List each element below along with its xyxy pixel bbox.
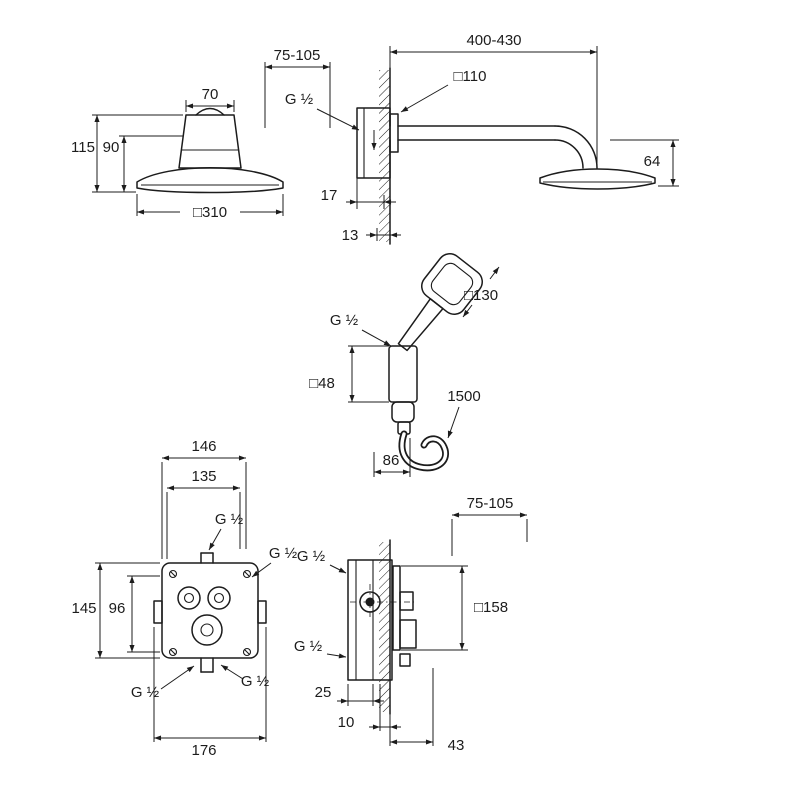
dim-arm-projection-label: 400-430 <box>466 32 521 49</box>
dim-thread-top-label: G ½ <box>215 511 244 528</box>
dim-thread-top-label: G ½ <box>297 548 326 565</box>
dim-plate-size-label: □158 <box>474 599 508 616</box>
view-trim-front: 146 135 G ½ G ½ 145 96 G ½ G ½ 176 <box>71 438 297 759</box>
dim-offset-c-label: 43 <box>448 737 465 754</box>
view-valve-side: 75-105 □158 G ½ G ½ 25 10 43 <box>294 495 528 754</box>
dim-head-height-label: 90 <box>103 139 120 156</box>
control-button-1 <box>177 586 201 610</box>
dim-width-total-label: 176 <box>191 742 216 759</box>
dim-head-height-total-label: 115 <box>71 139 95 156</box>
dim-width-a-label: 146 <box>191 438 216 455</box>
dim-offset-b-label: 10 <box>338 714 355 731</box>
view-head-shower-front: 70 115 90 □310 <box>71 86 284 221</box>
dim-holder-size-label: □48 <box>309 375 335 392</box>
thermostat-knob <box>191 614 223 646</box>
view-head-shower-side: 75-105 G ½ 400-430 □110 64 17 13 <box>264 32 679 245</box>
view-hand-shower: □130 G ½ □48 1500 86 <box>309 253 500 477</box>
dim-holder-projection-label: 86 <box>383 452 400 469</box>
dim-head-width-label: □310 <box>193 204 227 221</box>
dim-holder-thread-label: G ½ <box>330 312 359 329</box>
dim-depth-b-label: 13 <box>342 227 359 244</box>
control-button-2 <box>207 586 231 610</box>
dim-hose-length-label: 1500 <box>447 388 480 405</box>
dim-head-drop-label: 64 <box>644 153 661 170</box>
wall-hatch <box>379 70 390 242</box>
dim-thread-bottom-left-label: G ½ <box>131 684 160 701</box>
shower-holder <box>388 345 418 403</box>
dim-hand-shower-label: □130 <box>464 287 498 304</box>
dim-wall-depth-range-label: 75-105 <box>467 495 514 512</box>
dim-height-label: 145 <box>71 600 96 617</box>
dim-width-b-label: 135 <box>191 468 216 485</box>
dim-offset-a-label: 25 <box>315 684 332 701</box>
dim-head-top-width-label: 70 <box>202 86 219 103</box>
dim-escutcheon-label: □110 <box>454 68 487 85</box>
dim-thread-upper-right-label: G ½ <box>269 545 298 562</box>
dim-thread-bottom-label: G ½ <box>294 638 323 655</box>
wall-hatch <box>379 542 390 712</box>
hand-shower-head <box>397 253 483 352</box>
dim-thread-bottom-right-label: G ½ <box>241 673 270 690</box>
valve-body <box>347 559 393 681</box>
dim-height-inner-label: 96 <box>109 600 126 617</box>
trim-plate <box>161 562 259 659</box>
dim-wall-depth-range-label: 75-105 <box>274 47 321 64</box>
dim-depth-a-label: 17 <box>321 187 338 204</box>
dim-thread-label: G ½ <box>285 91 314 108</box>
